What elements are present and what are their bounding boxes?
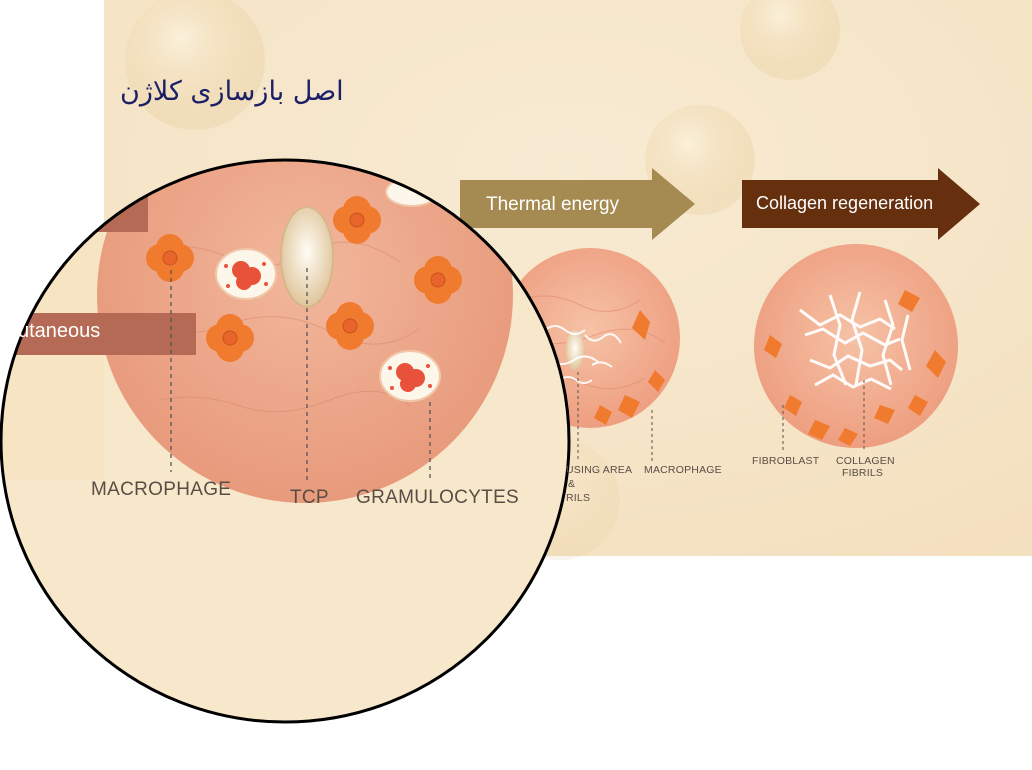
decor-bubble [740, 0, 840, 80]
thermal-energy-arrow [460, 168, 695, 240]
fibroblast-label: FIBROBLAST [752, 455, 820, 467]
tcp-oval [280, 206, 334, 308]
tcp-label: TCP [290, 487, 329, 508]
zoom-lens [0, 158, 571, 724]
collagen-label-line1: COLLAGEN [836, 455, 895, 467]
macrophage-label: MACROPHAGE [91, 479, 232, 500]
macrophage-cells [146, 196, 462, 362]
cutaneous-label: cutaneous [8, 320, 101, 342]
thermal-energy-label: Thermal energy [486, 194, 620, 215]
gramulocytes-label: GRAMULOCYTES [356, 487, 520, 508]
collagen-regeneration-label: Collagen regeneration [756, 193, 934, 213]
panel2-macrophage-label: MACROPHAGE [644, 464, 722, 476]
collagen-label-line2: FIBRILS [842, 467, 884, 479]
cutaneous-tag [0, 313, 196, 355]
collagen-regeneration-arrow [742, 168, 980, 240]
ampersand-label: & [568, 478, 576, 490]
zoom-lens-border [0, 158, 571, 724]
fibrils-label-partial: RILS [566, 492, 591, 504]
decor-bubble [125, 0, 265, 130]
fusing-area-label: USING AREA [566, 464, 633, 476]
page-title: اصل بازسازی کلاژن [120, 76, 344, 107]
regeneration-panel [754, 244, 958, 452]
